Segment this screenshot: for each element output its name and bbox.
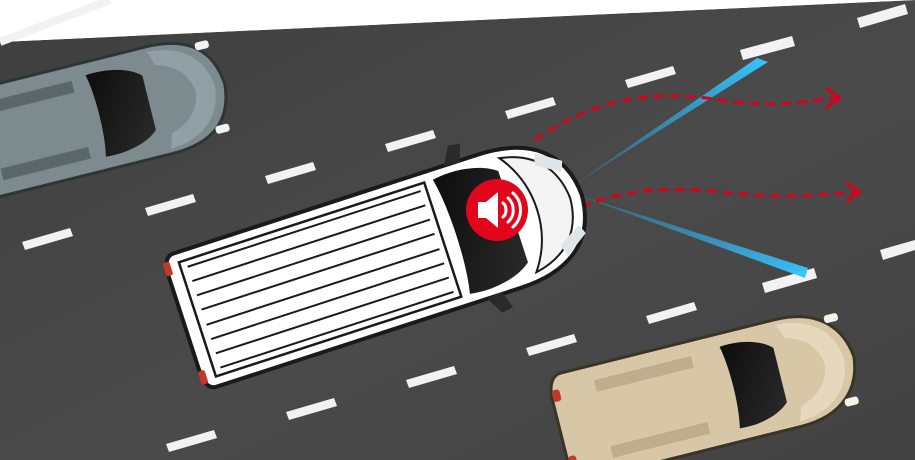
right-car-windshield [719, 341, 787, 429]
path-arrow-left [534, 94, 839, 142]
van-roof-ribs [187, 190, 454, 369]
van-mirror-right [487, 291, 514, 313]
road-edge-line [0, 0, 112, 46]
right-car [549, 313, 859, 460]
speaker-icon [478, 191, 522, 229]
left-car-windshield [85, 69, 156, 157]
path-arrow-right [537, 187, 859, 230]
left-car [0, 40, 230, 200]
road-edge [0, 0, 915, 42]
sensor-beam-right [572, 193, 808, 278]
sensor-beam-left [572, 58, 768, 186]
sensor-beams [572, 58, 808, 278]
warning-badge [466, 179, 528, 241]
lane-marking-upper [22, 4, 908, 250]
van-mirror-left [443, 143, 460, 166]
path-arrows [534, 86, 863, 230]
